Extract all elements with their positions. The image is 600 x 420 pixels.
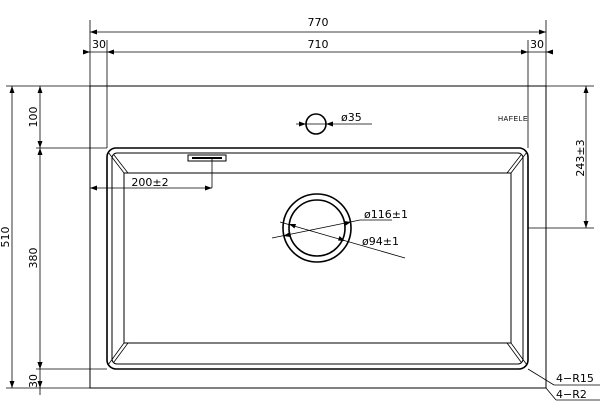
dim-top-deck [37,86,43,148]
dim-bottom-margin [37,362,43,395]
dim-overall-height [9,86,15,388]
bowl-corner-bevels [107,151,528,366]
brand-logo-text: HAFELE [498,116,528,123]
label-bowl-height: 380 [27,248,40,269]
label-inner-radius: 4−R2 [556,388,587,401]
label-left-margin: 30 [92,38,106,51]
drain [282,193,352,263]
bowl-outer-outline [106,147,529,370]
sink-outer-outline [89,85,547,389]
sink-body [89,85,547,389]
overflow-slot [187,154,227,162]
bowl-bottom-outline [123,172,512,344]
label-top-deck: 100 [27,107,40,128]
label-inner-width: 710 [308,38,329,51]
dim-drain-offset [583,86,589,228]
label-overall-height: 510 [0,227,12,248]
label-overflow-offset: 200±2 [131,176,168,189]
label-outer-radius: 4−R15 [556,372,594,385]
label-overall-width: 770 [308,16,329,29]
leader-drain-inner [279,221,406,259]
label-right-margin: 30 [530,38,544,51]
label-tap-hole: ø35 [341,111,362,124]
dim-overflow-offset [90,159,213,191]
dim-inner-width [83,49,553,55]
label-drain-offset: 243±3 [574,139,587,176]
leader-radius [527,368,600,401]
label-drain-inner: ø94±1 [362,235,399,248]
leader-drain-outer [271,219,392,239]
label-drain-outer: ø116±1 [364,208,408,221]
dim-overall-width [90,29,546,35]
leader-tap-hole [296,121,372,127]
label-bottom-margin: 30 [27,374,40,388]
dim-bowl-height [37,148,43,369]
bowl-inner-outline [111,152,524,365]
extension-lines [6,20,594,389]
